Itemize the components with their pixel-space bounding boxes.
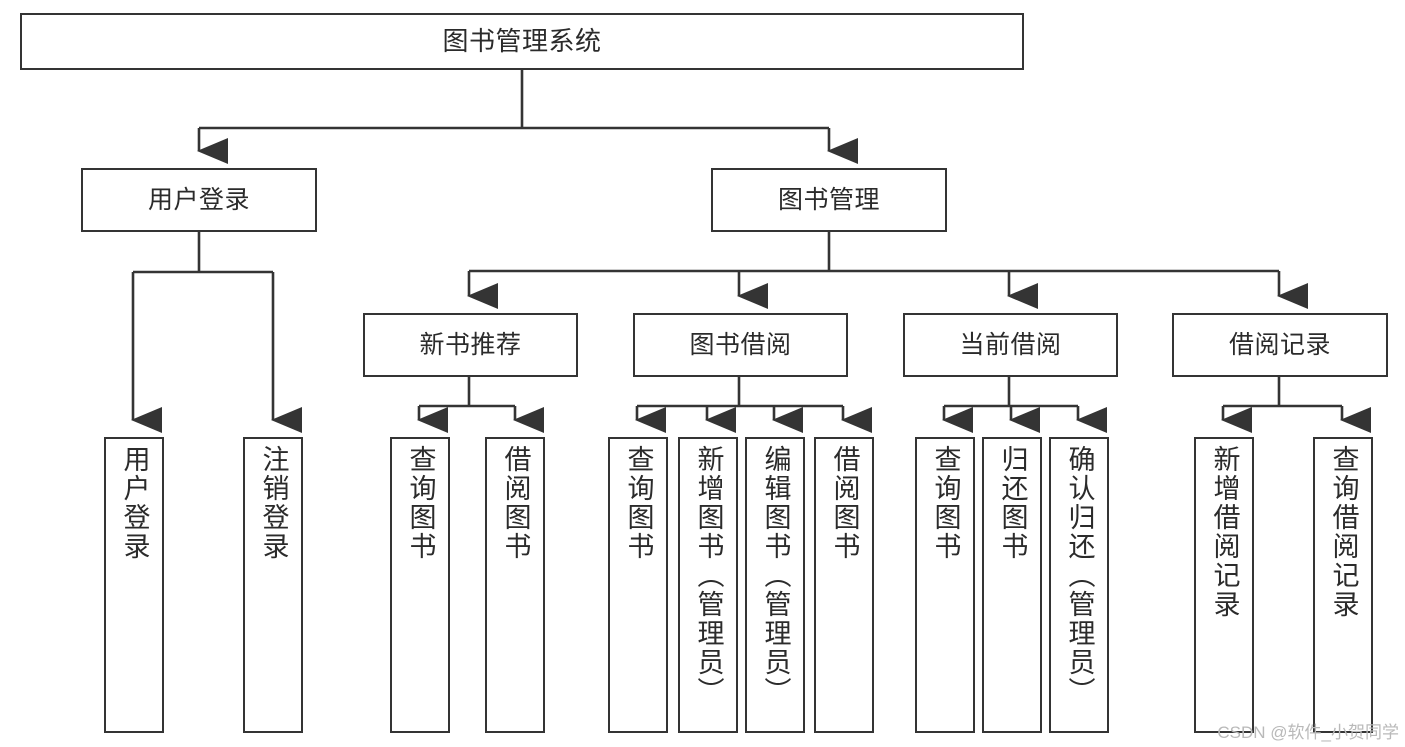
node-book-borrow[interactable]: 图书借阅 xyxy=(633,313,848,377)
leaf-borrow-book-2-label: 借阅图书 xyxy=(829,445,860,561)
node-borrow-record[interactable]: 借阅记录 xyxy=(1172,313,1388,377)
leaf-confirm-return[interactable]: 确认归还（管理员） xyxy=(1049,437,1109,733)
leaf-query-book-2-label: 查询图书 xyxy=(623,445,654,561)
node-user-login[interactable]: 用户登录 xyxy=(81,168,317,232)
node-root[interactable]: 图书管理系统 xyxy=(20,13,1024,70)
leaf-borrow-book-1[interactable]: 借阅图书 xyxy=(485,437,545,733)
leaf-query-record-label: 查询借阅记录 xyxy=(1328,445,1359,619)
leaf-user-login[interactable]: 用户登录 xyxy=(104,437,164,733)
leaf-return-book[interactable]: 归还图书 xyxy=(982,437,1042,733)
leaf-query-book-3-label: 查询图书 xyxy=(930,445,961,561)
leaf-add-book-label: 新增图书（管理员） xyxy=(693,445,724,706)
leaf-confirm-return-label: 确认归还（管理员） xyxy=(1064,445,1095,706)
leaf-edit-book[interactable]: 编辑图书（管理员） xyxy=(745,437,805,733)
leaf-add-record-label: 新增借阅记录 xyxy=(1209,445,1240,619)
node-borrow-record-label: 借阅记录 xyxy=(1228,330,1331,359)
node-root-label: 图书管理系统 xyxy=(442,25,602,56)
node-current-borrow-label: 当前借阅 xyxy=(959,330,1062,359)
node-current-borrow[interactable]: 当前借阅 xyxy=(903,313,1118,377)
leaf-query-book-3[interactable]: 查询图书 xyxy=(915,437,975,733)
leaf-return-book-label: 归还图书 xyxy=(997,445,1028,561)
leaf-query-book-1-label: 查询图书 xyxy=(405,445,436,561)
node-book-management-label: 图书管理 xyxy=(777,185,880,214)
node-new-book-recommend[interactable]: 新书推荐 xyxy=(363,313,578,377)
leaf-borrow-book-1-label: 借阅图书 xyxy=(500,445,531,561)
leaf-add-book[interactable]: 新增图书（管理员） xyxy=(678,437,738,733)
leaf-logout-login-label: 注销登录 xyxy=(258,445,289,561)
csdn-watermark: CSDN @软件_小贺同学 xyxy=(1217,723,1399,742)
leaf-borrow-book-2[interactable]: 借阅图书 xyxy=(814,437,874,733)
leaf-user-login-label: 用户登录 xyxy=(119,445,150,561)
leaf-query-book-1[interactable]: 查询图书 xyxy=(390,437,450,733)
leaf-edit-book-label: 编辑图书（管理员） xyxy=(760,445,791,706)
leaf-query-record[interactable]: 查询借阅记录 xyxy=(1313,437,1373,733)
node-book-borrow-label: 图书借阅 xyxy=(689,330,792,359)
node-user-login-label: 用户登录 xyxy=(147,185,250,214)
leaf-query-book-2[interactable]: 查询图书 xyxy=(608,437,668,733)
leaf-logout-login[interactable]: 注销登录 xyxy=(243,437,303,733)
leaf-add-record[interactable]: 新增借阅记录 xyxy=(1194,437,1254,733)
node-new-book-recommend-label: 新书推荐 xyxy=(419,330,522,359)
node-book-management[interactable]: 图书管理 xyxy=(711,168,947,232)
